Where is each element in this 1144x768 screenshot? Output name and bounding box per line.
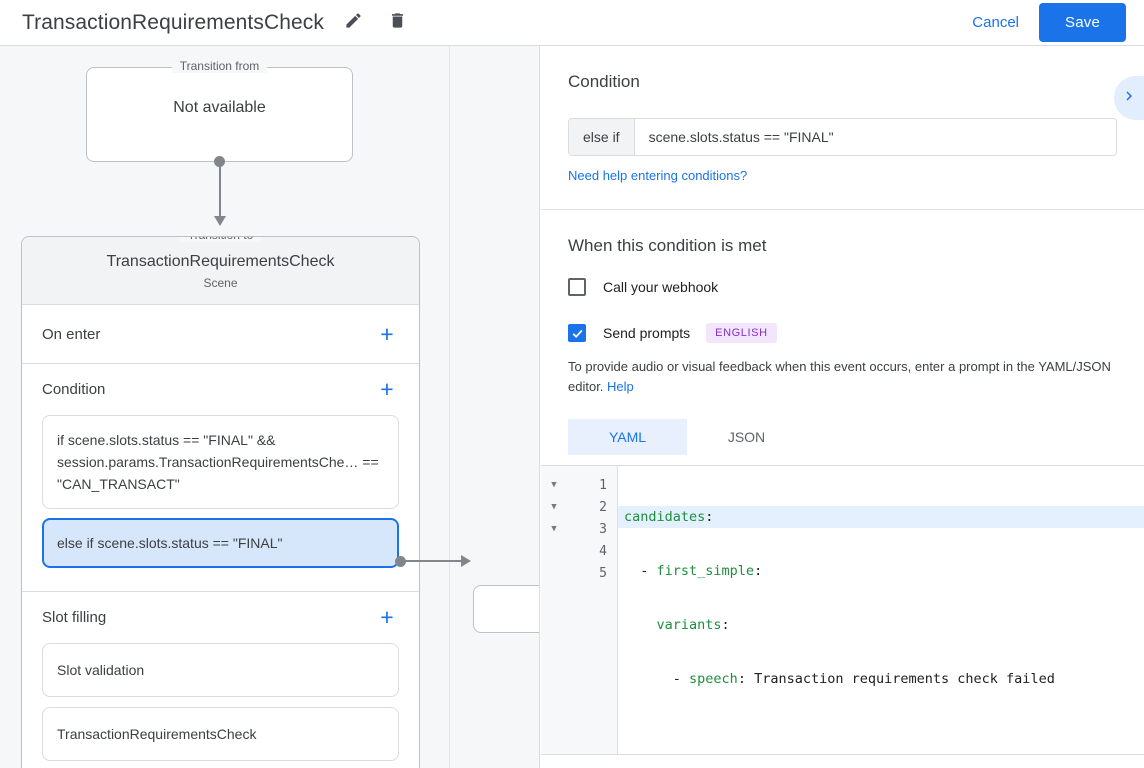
transition-from-legend: Transition from [171, 59, 268, 73]
transition-connector-arrow [214, 216, 226, 226]
code-key: speech [689, 671, 738, 687]
fold-toggle-icon[interactable]: ▼ [551, 524, 557, 534]
chevron-right-icon [1120, 87, 1138, 110]
call-webhook-checkbox[interactable] [568, 278, 586, 296]
scene-header: TransactionRequirementsCheck Scene [22, 237, 419, 305]
transition-from-node[interactable]: Transition from Not available [86, 59, 353, 162]
line-number: 1 [599, 477, 607, 493]
code-key: variants [656, 617, 722, 633]
slot-filling-card[interactable]: Slot validation [42, 643, 399, 697]
code-key: first_simple [656, 563, 755, 579]
condition-card-selected[interactable]: else if scene.slots.status == "FINAL" [42, 518, 399, 568]
editor-code-area[interactable]: candidates: - first_simple: variants: - … [618, 466, 1144, 754]
transition-connector-line [219, 162, 221, 220]
editor-gutter: ▼1 ▼2 ▼3 4 5 [541, 466, 618, 754]
section-header: Slot filling + [42, 592, 399, 643]
section-on-enter: On enter + [22, 305, 419, 364]
gutter-row: 4 [541, 540, 617, 562]
line-number: 3 [599, 521, 607, 537]
code-line[interactable]: - first_simple: [618, 560, 1144, 582]
gutter-row: ▼3 [541, 518, 617, 540]
section-title-condition: Condition [42, 381, 106, 398]
code-prefix: - [640, 563, 657, 579]
section-slot-filling: Slot filling + Slot validation Transacti… [22, 592, 419, 768]
trash-icon [388, 11, 407, 35]
code-line[interactable]: variants: [618, 614, 1144, 636]
language-badge: ENGLISH [706, 323, 777, 343]
transition-from-out-port[interactable] [214, 156, 225, 167]
scene-type-label: Scene [203, 276, 238, 290]
condition-out-port[interactable] [395, 556, 406, 567]
section-header: Condition + [42, 364, 399, 415]
add-slot-filling-button[interactable]: + [380, 604, 394, 630]
fold-toggle-icon[interactable]: ▼ [551, 502, 557, 512]
transition-to-legend: Transition to [179, 237, 262, 242]
app-header: TransactionRequirementsCheck Cancel Save [0, 0, 1144, 46]
transition-to-node[interactable]: Transition to TransactionRequirementsChe… [21, 236, 420, 768]
prompts-help-link[interactable]: Help [607, 379, 634, 394]
add-condition-button[interactable]: + [380, 376, 394, 402]
send-prompts-row[interactable]: Send prompts ENGLISH [568, 323, 1117, 343]
editor-format-tabs: YAML JSON [568, 419, 1117, 455]
panel-condition-section: Condition else if Need help entering con… [541, 46, 1144, 210]
line-number: 4 [599, 543, 607, 559]
code-line[interactable] [618, 722, 1144, 744]
section-title-slot-filling: Slot filling [42, 609, 107, 626]
code-key: candidates [624, 509, 706, 525]
canvas-grid-line [449, 46, 450, 768]
call-webhook-label: Call your webhook [603, 279, 719, 295]
prompts-description-text: To provide audio or visual feedback when… [568, 359, 1111, 394]
condition-card[interactable]: if scene.slots.status == "FINAL" && sess… [42, 415, 399, 509]
condition-help-link[interactable]: Need help entering conditions? [568, 168, 748, 183]
slot-filling-card[interactable]: TransactionRequirementsCheck [42, 707, 399, 761]
page-title: TransactionRequirementsCheck [22, 10, 324, 34]
line-number: 5 [599, 565, 607, 581]
collapse-panel-button[interactable] [1114, 76, 1144, 120]
scene-graph-canvas[interactable]: Transition from Not available Transition… [0, 46, 540, 768]
condition-prefix-label: else if [569, 119, 635, 155]
target-node-partial[interactable] [473, 585, 539, 633]
tab-yaml[interactable]: YAML [568, 419, 687, 455]
send-prompts-checkbox[interactable] [568, 324, 586, 342]
code-line[interactable]: candidates: [618, 506, 1144, 528]
transition-from-value: Not available [173, 98, 266, 116]
section-header: On enter + [42, 305, 399, 363]
code-indent [624, 563, 640, 579]
condition-connector-arrow [461, 555, 471, 567]
send-prompts-label: Send prompts [603, 325, 691, 341]
edit-title-button[interactable] [338, 8, 368, 38]
fold-toggle-icon[interactable]: ▼ [551, 480, 557, 490]
gutter-row: 5 [541, 562, 617, 584]
scene-name: TransactionRequirementsCheck [106, 253, 335, 270]
when-met-title: When this condition is met [568, 236, 767, 255]
panel-when-met-section: When this condition is met Call your web… [541, 210, 1144, 768]
yaml-editor[interactable]: ▼1 ▼2 ▼3 4 5 candidates: - first_simple:… [541, 465, 1144, 755]
cancel-button[interactable]: Cancel [956, 5, 1035, 40]
prompts-description: To provide audio or visual feedback when… [568, 357, 1117, 397]
gutter-row: ▼2 [541, 496, 617, 518]
condition-connector-line [402, 560, 465, 562]
section-title-on-enter: On enter [42, 325, 101, 343]
details-panel: Condition else if Need help entering con… [541, 46, 1144, 768]
save-button[interactable]: Save [1039, 3, 1126, 42]
tab-json[interactable]: JSON [727, 429, 766, 445]
condition-input[interactable] [634, 119, 1116, 155]
add-on-enter-button[interactable]: + [380, 320, 394, 347]
code-value: Transaction requirements check failed [745, 671, 1055, 687]
pencil-icon [344, 11, 363, 35]
panel-condition-title: Condition [568, 72, 640, 91]
line-number: 2 [599, 499, 607, 515]
code-indent [624, 671, 673, 687]
condition-input-row: else if [568, 118, 1117, 156]
section-condition: Condition + if scene.slots.status == "FI… [22, 364, 419, 592]
delete-button[interactable] [382, 8, 412, 38]
gutter-row: ▼1 [541, 474, 617, 496]
code-indent [624, 617, 657, 633]
header-actions: Cancel Save [956, 3, 1144, 42]
code-line[interactable]: - speech: Transaction requirements check… [618, 668, 1144, 690]
webhook-row[interactable]: Call your webhook [568, 278, 1117, 296]
code-prefix: - [672, 671, 690, 687]
